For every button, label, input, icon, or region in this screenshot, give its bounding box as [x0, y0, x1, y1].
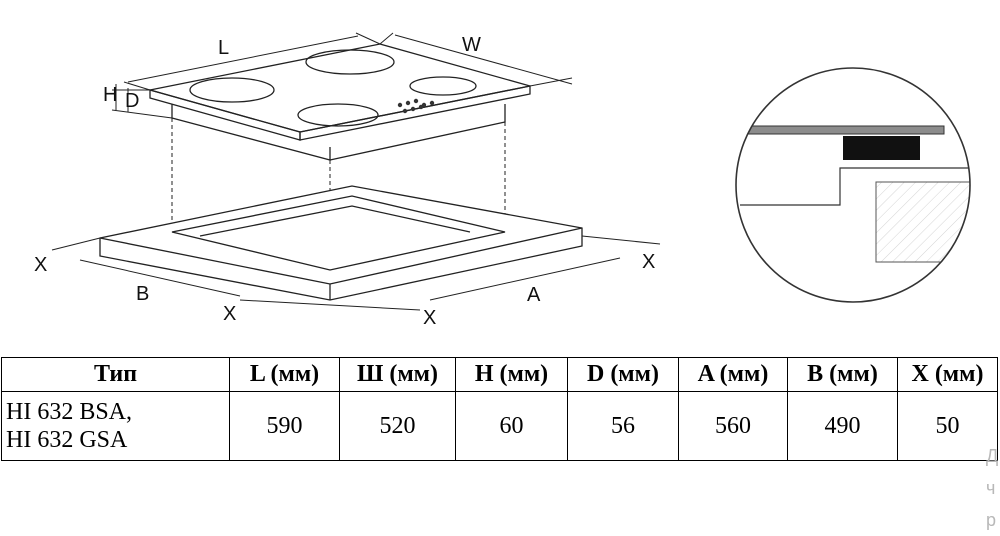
edge-text-line: Д — [986, 446, 999, 466]
spec-table: Тип L (мм) Ш (мм) H (мм) D (мм) A (мм) B… — [1, 357, 998, 461]
edge-text-line: ч — [986, 478, 996, 498]
table-row: HI 632 BSA, HI 632 GSA 590 520 60 56 560… — [1, 391, 998, 461]
edge-text: Д ч р — [986, 440, 1000, 536]
burner-front-left — [189, 77, 275, 103]
header-d: D (мм) — [567, 357, 679, 392]
glass-panel — [739, 125, 945, 135]
label-x-left: X — [34, 254, 47, 276]
header-l: L (мм) — [229, 357, 340, 392]
table-header-row: Тип L (мм) Ш (мм) H (мм) D (мм) A (мм) B… — [1, 357, 998, 392]
hob-right-edge — [299, 85, 531, 141]
header-x: X (мм) — [897, 357, 998, 392]
cell-type: HI 632 BSA, HI 632 GSA — [1, 391, 230, 461]
countertop-dimensions — [51, 235, 661, 311]
control-dots — [397, 98, 435, 114]
type-line-2: HI 632 GSA — [6, 427, 128, 453]
detail-circle — [735, 67, 971, 303]
type-line-1: HI 632 BSA, — [6, 399, 133, 425]
installation-diagram: L W H D X B X X A X — [34, 32, 971, 329]
cell-b: 490 — [787, 391, 898, 461]
label-b: B — [136, 283, 149, 305]
header-h: H (мм) — [455, 357, 568, 392]
cell-a: 560 — [678, 391, 788, 461]
label-w: W — [462, 34, 481, 56]
burner-right — [409, 76, 477, 96]
header-b: B (мм) — [787, 357, 898, 392]
header-type: Тип — [1, 357, 230, 392]
countertop — [99, 185, 583, 301]
label-d: D — [125, 90, 139, 112]
label-x-bottom-right: X — [423, 307, 436, 329]
cutout — [171, 195, 506, 271]
cell-h: 60 — [455, 391, 568, 461]
edge-text-line: р — [986, 510, 997, 530]
label-l: L — [218, 37, 229, 59]
label-x-bottom-left: X — [223, 303, 236, 325]
label-x-right: X — [642, 251, 655, 273]
burner-front — [297, 103, 379, 127]
header-a: A (мм) — [678, 357, 788, 392]
cell-x: 50 — [897, 391, 998, 461]
cutout-inner — [199, 205, 471, 237]
hob-top-plate — [149, 43, 531, 133]
dimension-lines — [111, 32, 573, 119]
cell-l: 590 — [229, 391, 340, 461]
cell-d: 56 — [567, 391, 679, 461]
hob-body — [171, 104, 331, 161]
label-h: H — [103, 84, 117, 106]
hob-drawing: L W H D X B X X A X — [34, 32, 661, 329]
detail-view — [739, 125, 970, 263]
burner-back — [305, 49, 395, 75]
hob-body-section — [843, 136, 920, 160]
cell-w: 520 — [339, 391, 456, 461]
header-w: Ш (мм) — [339, 357, 456, 392]
label-a: A — [527, 284, 541, 306]
